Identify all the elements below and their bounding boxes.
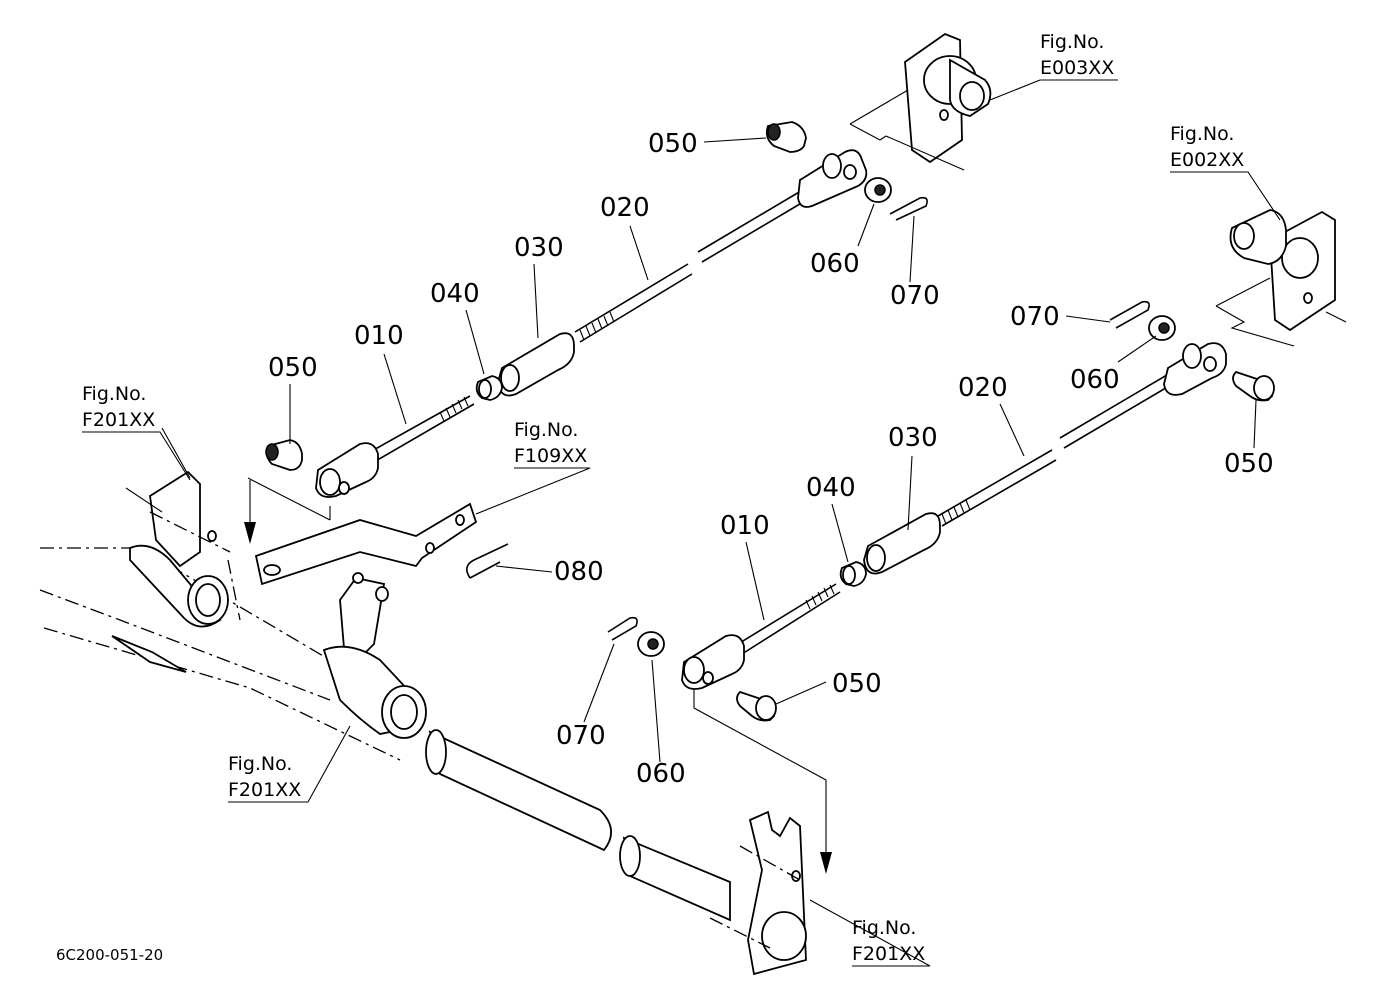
upper-rod-020-plain bbox=[697, 187, 807, 253]
callout-060-a: 060 bbox=[810, 249, 860, 279]
callout-060-b: 060 bbox=[1070, 365, 1120, 395]
frame-shaft bbox=[39, 470, 807, 976]
callout-070-b: 070 bbox=[1010, 302, 1060, 332]
callout-070-a: 070 bbox=[890, 281, 940, 311]
callout-040-a: 040 bbox=[430, 279, 480, 309]
callouts: 050 020 030 040 010 050 060 070 080 070 … bbox=[268, 129, 1274, 789]
upper-rod-assembly bbox=[265, 121, 928, 498]
fig-ref-e003xx-prefix: Fig.No. bbox=[1040, 31, 1104, 53]
callout-030-b: 030 bbox=[888, 423, 938, 453]
lever-f109xx bbox=[254, 502, 509, 586]
callout-050-c: 050 bbox=[1224, 449, 1274, 479]
lower-rod-assembly bbox=[607, 300, 1275, 722]
callout-030-a: 030 bbox=[514, 233, 564, 263]
fig-ref-f201xx-bottom-prefix: Fig.No. bbox=[852, 917, 916, 939]
fig-ref-f201xx-mid-code: F201XX bbox=[228, 779, 301, 801]
assembly-guides bbox=[125, 427, 832, 874]
lower-yoke-right bbox=[1163, 342, 1227, 396]
bracket-e002xx bbox=[1215, 209, 1347, 347]
callout-050-a: 050 bbox=[648, 129, 698, 159]
fig-ref-f201xx-bottom-code: F201XX bbox=[852, 943, 925, 965]
lower-rod-010 bbox=[737, 583, 837, 645]
fig-ref-e003xx-code: E003XX bbox=[1040, 57, 1114, 79]
cotter-070-lower-left bbox=[607, 616, 638, 641]
fig-ref-e002xx-code: E002XX bbox=[1170, 149, 1244, 171]
callout-010-a: 010 bbox=[354, 321, 404, 351]
leader-lines bbox=[82, 79, 1281, 967]
callout-020-a: 020 bbox=[600, 193, 650, 223]
callout-070-c: 070 bbox=[556, 721, 606, 751]
drawing-code: 6C200-051-20 bbox=[56, 946, 163, 964]
upper-rod-010 bbox=[369, 395, 471, 453]
callout-080: 080 bbox=[554, 557, 604, 587]
bracket-e003xx bbox=[849, 32, 992, 171]
fig-ref-f201xx-mid-prefix: Fig.No. bbox=[228, 753, 292, 775]
fig-ref-f201xx-top-code: F201XX bbox=[82, 409, 155, 431]
cotter-070-upper bbox=[889, 196, 928, 221]
figure-refs: Fig.No. E003XX Fig.No. E002XX Fig.No. F2… bbox=[82, 31, 1244, 965]
lower-rod-020-plain bbox=[1059, 371, 1173, 439]
upper-rod-020-threaded bbox=[574, 263, 689, 333]
fig-ref-e002xx-prefix: Fig.No. bbox=[1170, 123, 1234, 145]
fig-ref-f201xx-top-prefix: Fig.No. bbox=[82, 383, 146, 405]
lower-rod-020-threaded bbox=[937, 449, 1053, 517]
callout-020-b: 020 bbox=[958, 373, 1008, 403]
callout-050-b: 050 bbox=[268, 353, 318, 383]
callout-040-b: 040 bbox=[806, 473, 856, 503]
callout-050-d: 050 bbox=[832, 669, 882, 699]
cotter-070-lower-right bbox=[1109, 300, 1150, 329]
fig-ref-f109xx-prefix: Fig.No. bbox=[514, 419, 578, 441]
callout-010-b: 010 bbox=[720, 511, 770, 541]
callout-060-c: 060 bbox=[636, 759, 686, 789]
fig-ref-f109xx-code: F109XX bbox=[514, 445, 587, 467]
